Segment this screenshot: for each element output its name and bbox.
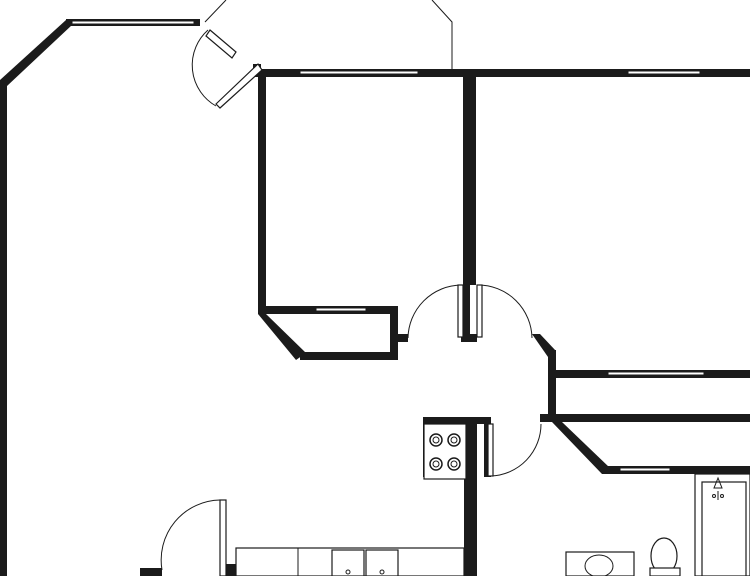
kitchen — [235, 423, 467, 576]
window-bedroom-right — [627, 70, 701, 75]
wall-bedroom-divider-2 — [470, 76, 476, 285]
entry-door — [191, 0, 453, 109]
burner-1 — [429, 433, 443, 447]
window-top-left — [71, 20, 195, 25]
window-closet-right — [607, 371, 705, 376]
cooktop — [423, 423, 467, 480]
wall-closet-right-bottom — [540, 414, 750, 422]
window-bedroom-left — [299, 70, 419, 75]
wall-bath-top — [602, 466, 750, 474]
bedroom-right-door — [476, 284, 533, 339]
lower-left-door — [160, 499, 227, 576]
wall-closet-diagonal — [258, 314, 306, 360]
wall-kitchen-top — [423, 417, 488, 424]
wall-bedroom-left-west — [258, 72, 266, 314]
bathroom-door — [487, 423, 542, 477]
bathroom-sink — [565, 551, 635, 576]
window-closet-left — [315, 307, 367, 312]
toilet — [649, 537, 681, 576]
bathtub — [694, 473, 750, 576]
doors — [160, 0, 542, 576]
burner-3 — [429, 457, 443, 471]
wall-bottom-stub-right — [226, 564, 236, 576]
walls — [0, 19, 750, 576]
wall-bath-diagonal — [552, 422, 610, 474]
burner-2 — [447, 433, 461, 447]
kitchen-sink — [331, 549, 399, 576]
wall-bedroom-divider — [463, 76, 470, 341]
bedroom-left-door — [407, 284, 464, 339]
wall-closet-stub — [398, 334, 408, 342]
window-bath-top — [619, 467, 671, 472]
wall-top-bedrooms — [255, 69, 750, 77]
wall-divider-stub — [461, 334, 477, 342]
wall-left-exterior — [0, 20, 72, 576]
windows — [71, 20, 705, 472]
bathroom — [565, 473, 750, 576]
wall-closet-bottom — [300, 352, 398, 360]
wall-kitchen-east — [464, 420, 472, 576]
wall-kitchen-east-2 — [472, 420, 477, 576]
wall-bottom-stub-left — [140, 568, 162, 576]
wall-hall-right — [548, 350, 556, 418]
wall-closet-east — [390, 306, 398, 360]
burner-4 — [447, 457, 461, 471]
